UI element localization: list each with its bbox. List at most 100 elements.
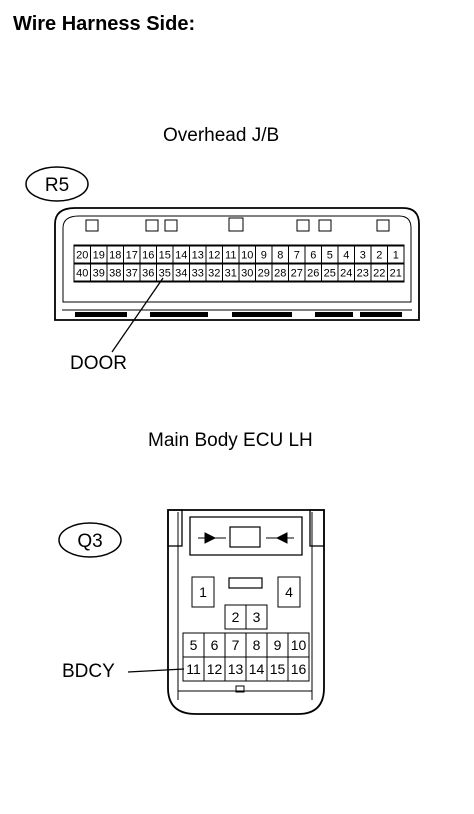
svg-text:11: 11 — [186, 661, 201, 677]
svg-text:23: 23 — [357, 267, 369, 279]
svg-text:27: 27 — [291, 267, 303, 279]
q3-pin-4: 4 — [277, 576, 301, 608]
q3-pin-8: 8 — [245, 632, 268, 658]
r5-pin-38: 38 — [106, 263, 124, 282]
svg-text:19: 19 — [93, 249, 105, 261]
r5-pin-40: 40 — [73, 263, 91, 282]
svg-text:14: 14 — [175, 249, 187, 261]
r5-pin-4: 4 — [337, 245, 355, 264]
door-leader-line — [111, 277, 164, 353]
r5-pin-39: 39 — [90, 263, 108, 282]
svg-text:7: 7 — [232, 637, 240, 653]
svg-text:12: 12 — [207, 661, 223, 677]
svg-text:17: 17 — [126, 249, 138, 261]
svg-text:31: 31 — [225, 267, 237, 279]
r5-pin-13: 13 — [189, 245, 207, 264]
svg-text:16: 16 — [291, 661, 307, 677]
svg-text:13: 13 — [228, 661, 244, 677]
r5-pin-20: 20 — [73, 245, 91, 264]
r5-pin-17: 17 — [123, 245, 141, 264]
r5-lock-tabs — [85, 217, 390, 232]
q3-badge: Q3 — [58, 522, 122, 558]
svg-text:11: 11 — [225, 249, 236, 261]
q3-pin-10: 10 — [287, 632, 310, 658]
q3-pin-14: 14 — [245, 656, 268, 682]
q3-pin-3: 3 — [245, 604, 268, 630]
svg-text:38: 38 — [109, 267, 121, 279]
svg-text:29: 29 — [258, 267, 270, 279]
r5-pin-15: 15 — [156, 245, 174, 264]
svg-text:1: 1 — [393, 249, 399, 261]
r5-pin-3: 3 — [354, 245, 372, 264]
svg-text:9: 9 — [261, 249, 267, 261]
r5-pin-8: 8 — [271, 245, 289, 264]
r5-badge: R5 — [25, 166, 89, 202]
r5-pin-21: 21 — [387, 263, 405, 282]
r5-pin-6: 6 — [304, 245, 322, 264]
r5-connector-name: Overhead J/B — [163, 125, 280, 146]
svg-text:12: 12 — [208, 249, 220, 261]
r5-pin-31: 31 — [222, 263, 240, 282]
svg-text:30: 30 — [241, 267, 253, 279]
q3-pin-9: 9 — [266, 632, 289, 658]
r5-pin-11: 11 — [222, 245, 240, 264]
svg-text:15: 15 — [159, 249, 171, 261]
svg-text:37: 37 — [126, 267, 138, 279]
svg-text:3: 3 — [360, 249, 366, 261]
door-callout-label: DOOR — [70, 353, 127, 374]
svg-text:35: 35 — [159, 267, 171, 279]
svg-text:6: 6 — [211, 637, 219, 653]
svg-text:32: 32 — [208, 267, 220, 279]
q3-pin-2: 2 — [224, 604, 247, 630]
svg-text:40: 40 — [76, 267, 88, 279]
r5-pin-33: 33 — [189, 263, 207, 282]
svg-text:5: 5 — [190, 637, 198, 653]
r5-pin-18: 18 — [106, 245, 124, 264]
svg-text:24: 24 — [340, 267, 352, 279]
svg-text:7: 7 — [294, 249, 300, 261]
svg-text:20: 20 — [76, 249, 88, 261]
r5-pin-25: 25 — [321, 263, 339, 282]
q3-pin-1: 1 — [191, 576, 215, 608]
q3-code: Q3 — [77, 531, 102, 552]
svg-text:25: 25 — [324, 267, 336, 279]
r5-pin-5: 5 — [321, 245, 339, 264]
q3-pin-11: 11 — [182, 656, 205, 682]
q3-pin-6: 6 — [203, 632, 226, 658]
svg-text:26: 26 — [307, 267, 319, 279]
r5-pin-26: 26 — [304, 263, 322, 282]
r5-pin-14: 14 — [172, 245, 190, 264]
svg-text:15: 15 — [270, 661, 286, 677]
r5-pin-23: 23 — [354, 263, 372, 282]
svg-text:3: 3 — [253, 609, 261, 625]
q3-connector-name: Main Body ECU LH — [148, 430, 313, 451]
r5-pin-29: 29 — [255, 263, 273, 282]
r5-bottom-rails — [75, 312, 402, 317]
r5-pin-2: 2 — [370, 245, 388, 264]
svg-text:36: 36 — [142, 267, 154, 279]
svg-text:39: 39 — [93, 267, 105, 279]
svg-text:22: 22 — [373, 267, 385, 279]
svg-text:10: 10 — [241, 249, 253, 261]
bdcy-leader-line — [127, 668, 185, 673]
r5-pin-9: 9 — [255, 245, 273, 264]
r5-pin-24: 24 — [337, 263, 355, 282]
r5-pin-22: 22 — [370, 263, 388, 282]
q3-pin-13: 13 — [224, 656, 247, 682]
svg-text:14: 14 — [249, 661, 265, 677]
bdcy-callout-label: BDCY — [62, 661, 115, 682]
q3-pin-5: 5 — [182, 632, 205, 658]
r5-code: R5 — [45, 175, 69, 196]
r5-pin-1: 1 — [387, 245, 405, 264]
page-title: Wire Harness Side: — [13, 13, 196, 35]
svg-text:18: 18 — [109, 249, 121, 261]
svg-text:1: 1 — [199, 584, 207, 600]
r5-pin-10: 10 — [238, 245, 256, 264]
r5-pin-27: 27 — [288, 263, 306, 282]
r5-pin-12: 12 — [205, 245, 223, 264]
svg-text:10: 10 — [291, 637, 307, 653]
